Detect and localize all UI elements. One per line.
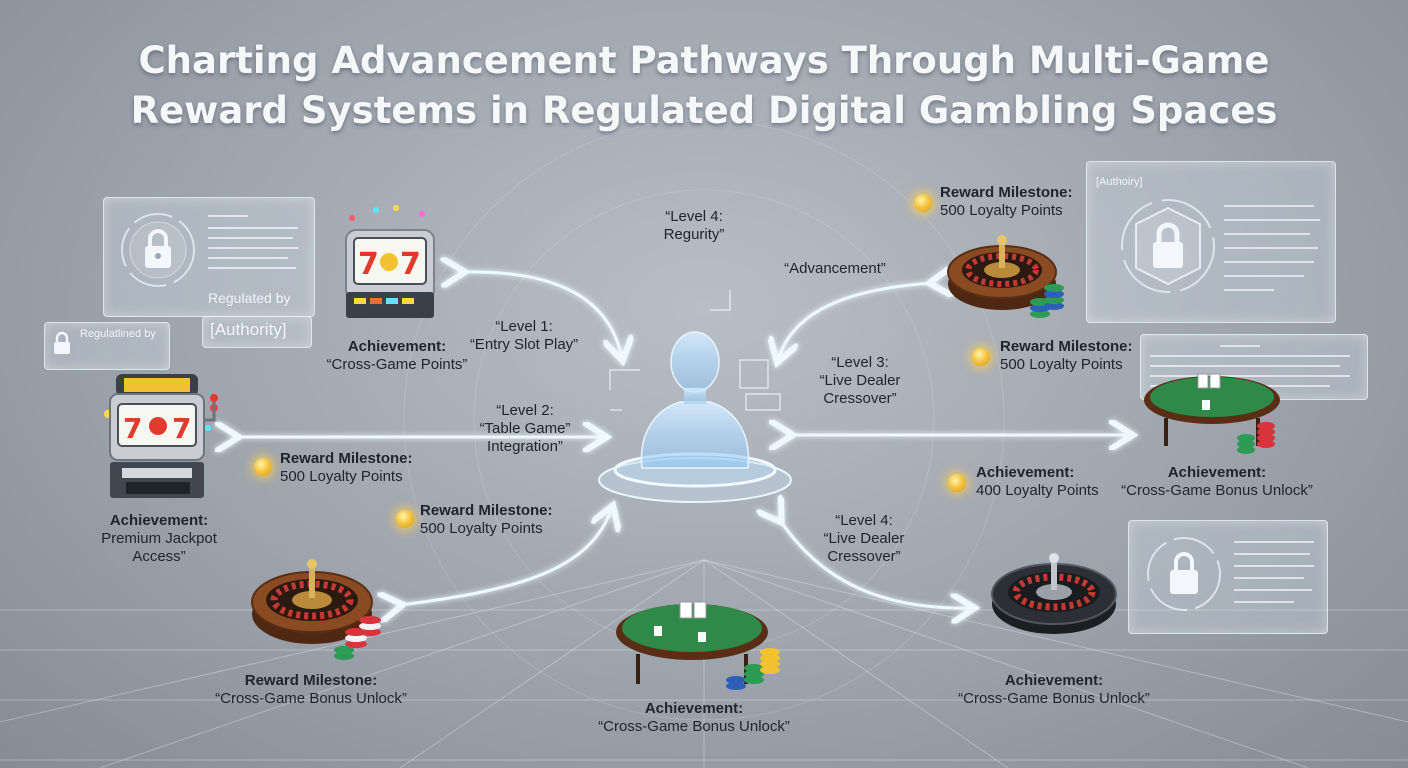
panel-authority-label: [Authority] [210,320,287,339]
slot-machine-icon: 7 7 [345,205,435,318]
label-left-reward-text: 500 Loyalty Points [280,468,403,485]
label-slot-top-achievement: Achievement: “Cross-Game Points” [312,338,482,374]
label-level2-line1: “Level 2: [496,402,554,419]
page-title: Charting Advancement Pathways Through Mu… [0,36,1408,136]
label-level3-line3: Cressover” [823,390,897,407]
label-bottom-right-achievement-text: “Cross-Game Bonus Unlock” [958,690,1150,707]
svg-text:7: 7 [400,247,421,282]
label-level1-line1: “Level 1: [495,318,553,335]
label-bottom-right-achievement: Achievement: “Cross-Game Bonus Unlock” [948,672,1160,708]
label-roulette-left-reward-title: Reward Milestone: [244,672,378,689]
svg-text:7: 7 [172,412,191,445]
label-level4-top: “Level 4: Regurity” [644,208,744,244]
title-line-2: Reward Systems in Regulated Digital Gamb… [130,89,1278,132]
label-center-left-reward-title: Reward Milestone: [420,502,553,519]
roulette-wheel-icon [991,553,1117,634]
label-left-reward: Reward Milestone: 500 Loyalty Points [280,450,420,486]
label-roulette-left-reward-text: “Cross-Game Bonus Unlock” [215,690,407,707]
title-line-1: Charting Advancement Pathways Through Mu… [138,39,1270,82]
arrow-level1 [462,272,622,358]
panel-small-regulated-label: Regulatlined by [80,328,156,340]
svg-text:7: 7 [123,412,142,445]
label-left-reward-title: Reward Milestone: [280,450,413,467]
svg-text:7: 7 [358,247,379,282]
hologram-user-icon [598,290,792,503]
lock-icon [54,331,70,354]
lock-icon [1147,537,1221,611]
label-level1-line2: “Entry Slot Play” [469,336,579,353]
panel-text-lines [1224,205,1320,291]
label-bottom-right-achievement-title: Achievement: [1004,672,1104,689]
label-slot-left-achievement-title: Achievement: [109,512,209,529]
label-level4-bottom-line1: “Level 4: [835,512,893,529]
label-table-bottom-achievement-title: Achievement: [644,700,744,717]
label-slot-top-achievement-title: Achievement: [347,338,447,355]
label-slot-left-achievement: Achievement: Premium Jackpot Access” [84,512,234,566]
label-right-achievement-bonus-title: Achievement: [1167,464,1267,481]
label-top-right-reward-title: Reward Milestone: [940,184,1073,201]
label-level2-line3: Integration” [487,438,563,455]
coin-icon [948,474,966,492]
lock-icon [1121,199,1215,293]
coin-icon [914,194,932,212]
authority-tag-panel [202,316,312,348]
label-table-bottom-achievement: Achievement: “Cross-Game Bonus Unlock” [588,700,800,736]
label-top-right-reward-text: 500 Loyalty Points [940,202,1063,219]
label-slot-left-achievement-line3: Access” [132,548,186,565]
blackjack-table-icon [1144,373,1280,454]
roulette-wheel-icon [947,235,1064,318]
label-level3-line1: “Level 3: [831,354,889,371]
regulation-panel-top-right [1086,161,1336,323]
label-level3: “Level 3: “Live Dealer Cressover” [800,354,920,408]
panel-regulated-label: Regulated by [208,290,291,306]
coin-icon [972,348,990,366]
label-level1: “Level 1: “Entry Slot Play” [454,318,594,354]
label-advancement: “Advancement” [784,260,886,277]
coin-icon [396,510,414,528]
slot-machine-icon: 7 7 [104,374,218,498]
label-level4-bottom-line2: “Live Dealer [823,530,905,547]
arrow-level4-bottom [780,520,972,608]
lock-icon [121,213,195,287]
arrow-advancement [778,283,932,360]
label-center-left-reward-text: 500 Loyalty Points [420,520,543,537]
label-right-achievement-points: Achievement: 400 Loyalty Points [976,464,1116,500]
label-top-right-reward: Reward Milestone: 500 Loyalty Points [940,184,1080,220]
label-roulette-left-reward: Reward Milestone: “Cross-Game Bonus Unlo… [206,672,416,708]
label-level2-line2: “Table Game” [479,420,571,437]
label-level4-top-line1: “Level 4: [665,208,723,225]
label-level3-line2: “Live Dealer [819,372,901,389]
label-level2: “Level 2: “Table Game” Integration” [460,402,590,456]
label-right-mid-reward: Reward Milestone: 500 Loyalty Points [1000,338,1140,374]
label-level4-bottom: “Level 4: “Live Dealer Cressover” [804,512,924,566]
label-right-mid-reward-text: 500 Loyalty Points [1000,356,1123,373]
label-right-achievement-bonus: Achievement: “Cross-Game Bonus Unlock” [1112,464,1322,500]
panel-text-lines [208,215,298,269]
label-right-achievement-bonus-text: “Cross-Game Bonus Unlock” [1121,482,1313,499]
label-level4-top-line2: Regurity” [663,226,725,243]
label-right-mid-reward-title: Reward Milestone: [1000,338,1133,355]
panel-text-lines [1234,541,1314,603]
arrow-reward-roulette-left [400,508,612,605]
label-level4-bottom-line3: Cressover” [827,548,901,565]
label-slot-left-achievement-line2: Premium Jackpot [101,530,217,547]
label-right-achievement-points-title: Achievement: [976,464,1075,481]
coin-icon [254,458,272,476]
roulette-wheel-icon [251,559,381,660]
label-slot-top-achievement-text: “Cross-Game Points” [326,356,468,373]
label-table-bottom-achievement-text: “Cross-Game Bonus Unlock” [598,718,790,735]
label-right-achievement-points-text: 400 Loyalty Points [976,482,1099,499]
blackjack-table-icon [616,601,780,690]
label-center-left-reward: Reward Milestone: 500 Loyalty Points [420,502,560,538]
panel-authority-top-right: [Authoiry] [1096,176,1143,188]
